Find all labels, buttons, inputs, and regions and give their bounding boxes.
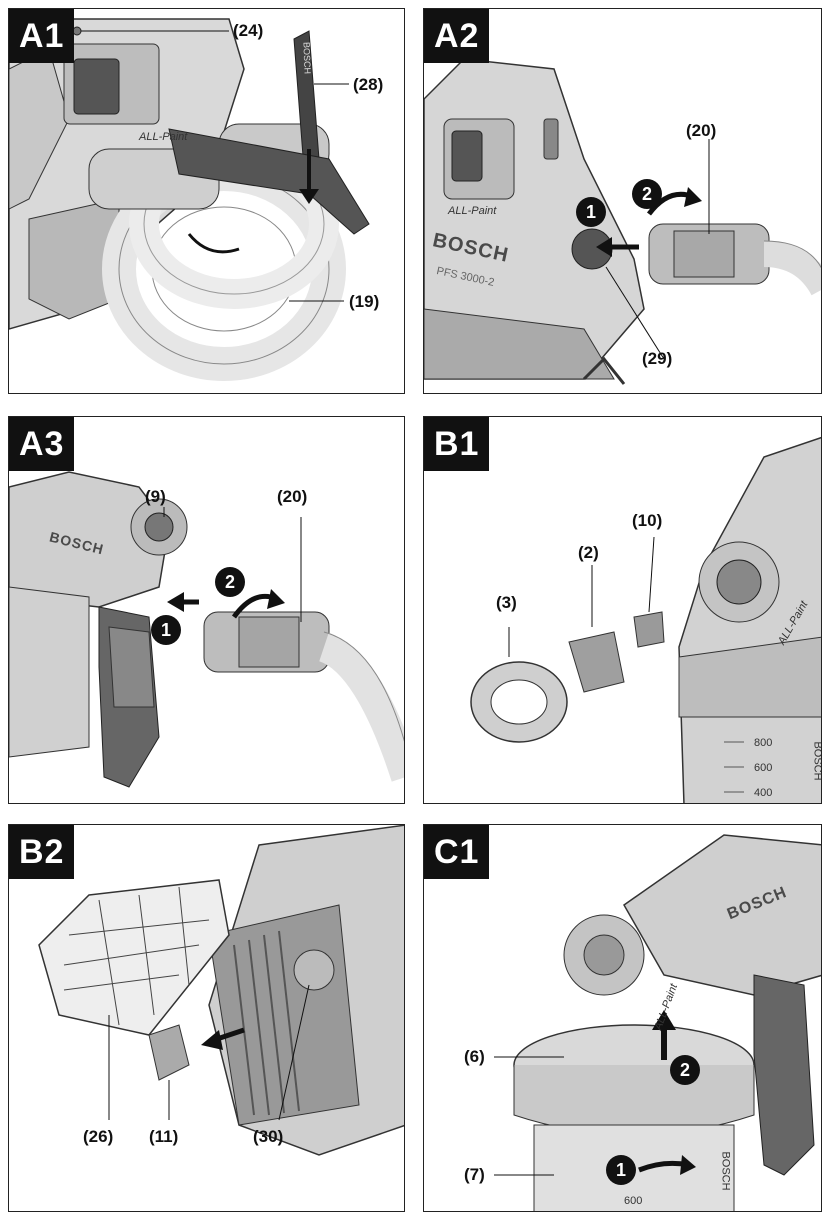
callout-11: (11): [149, 1127, 179, 1146]
panel-a1: A1 (24) (28) (19) ALL-Paint BOSCH: [8, 8, 405, 394]
callout-20: (20): [686, 121, 717, 140]
step-2-badge: 2: [670, 1055, 700, 1085]
c1-scale-600: 600: [624, 1195, 643, 1207]
a1-strap-brand: BOSCH: [301, 41, 313, 75]
callout-7: (7): [464, 1165, 485, 1184]
callout-9: (9): [145, 487, 166, 506]
panel-a2-badge: A2: [424, 9, 490, 63]
callout-10: (10): [632, 511, 663, 530]
step-1-badge: 1: [576, 197, 606, 227]
callout-26: (26): [83, 1127, 114, 1146]
panel-a1-badge: A1: [9, 9, 75, 63]
c1-side-brand: BOSCH: [719, 1151, 732, 1191]
callout-6: (6): [464, 1047, 485, 1066]
panel-c1: C1 (6) (7) 1 2 BOSCH ALL-Paint 600 BOSCH: [423, 824, 822, 1212]
step-1-badge: 1: [151, 615, 181, 645]
b2-illustration: [38, 825, 404, 1156]
a2-illustration: [424, 58, 821, 385]
panel-b1: B1 (10) (2) (3) ALL-Paint 800 600 400 BO…: [423, 416, 822, 804]
b1-illustration: [470, 436, 821, 803]
panel-b1-badge: B1: [424, 417, 490, 471]
panel-a2: A2 (20) (29) 1 2 BOSCH PFS 3000-2 ALL-Pa…: [423, 8, 822, 394]
a1-allpaint-label: ALL-Paint: [139, 131, 188, 143]
panel-a3-badge: A3: [9, 417, 75, 471]
step-2-badge: 2: [632, 179, 662, 209]
callout-29: (29): [642, 349, 673, 368]
panel-b2: B2 (26) (11) (30): [8, 824, 405, 1212]
callout-3: (3): [496, 593, 517, 612]
panel-c1-badge: C1: [424, 825, 490, 879]
a3-illustration: [9, 471, 404, 788]
callout-2: (2): [578, 543, 599, 562]
a1-illustration: [9, 18, 370, 381]
step-1-badge: 1: [606, 1155, 636, 1185]
callout-28: (28): [353, 75, 384, 94]
callout-24: (24): [233, 21, 264, 40]
b1-scale-600: 600: [754, 762, 773, 774]
b1-side-brand: BOSCH: [811, 741, 822, 781]
b1-scale-400: 400: [754, 787, 773, 799]
panel-b2-badge: B2: [9, 825, 75, 879]
a2-allpaint-label: ALL-Paint: [448, 205, 497, 217]
callout-30: (30): [253, 1127, 284, 1146]
callout-20: (20): [277, 487, 308, 506]
callout-19: (19): [349, 292, 380, 311]
panel-a3: A3 (9) (20) 1 2 BOSCH: [8, 416, 405, 804]
b1-scale-800: 800: [754, 737, 773, 749]
step-2-badge: 2: [215, 567, 245, 597]
c1-illustration: [494, 834, 821, 1211]
